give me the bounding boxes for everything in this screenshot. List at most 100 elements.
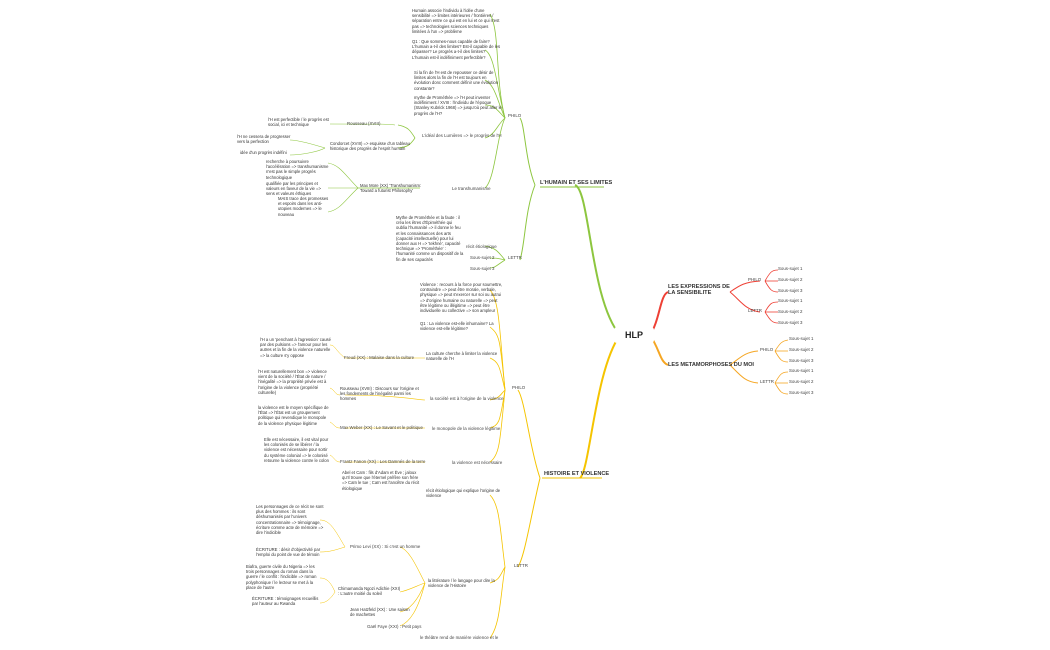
- connector: [517, 389, 541, 479]
- note-etat: la violence est le moyen spécifique de l…: [258, 405, 329, 426]
- transhumanisme-node[interactable]: Le transhumanisme: [452, 186, 491, 191]
- connector: [764, 301, 779, 313]
- sous-sujet-2[interactable]: Sous-sujet 2: [778, 277, 803, 282]
- max-more-node[interactable]: Max More (XX) 'Transhumanism: Toward a f…: [360, 183, 422, 194]
- note-violence-def: Violence : recours à la force pour soume…: [420, 282, 503, 314]
- violence-necessaire-node[interactable]: la violence est nécessaire: [452, 460, 503, 465]
- chimamanda-node[interactable]: Chimamanda Ngozi Adichie (XXI) : L'autre…: [338, 586, 401, 597]
- connector: [774, 382, 789, 395]
- note-q1: Q1 : Que sommes-nous capable de faire? L…: [412, 39, 501, 60]
- connector: [489, 494, 506, 568]
- theatre-node[interactable]: le théâtre rend de manière violence et l…: [420, 635, 499, 640]
- note-humain: Humain associe l'individu à l'idée d'une…: [412, 8, 500, 34]
- philo-label[interactable]: PHILO: [760, 347, 774, 352]
- sous-sujet-2[interactable]: Sous-sujet 2: [789, 347, 814, 352]
- idee-lumieres[interactable]: L'idéal des Lumières => le progrès de l'…: [422, 133, 502, 138]
- recit-etio2-node[interactable]: récit étiologique qui explique l'origine…: [426, 488, 501, 499]
- note-mythe-promethee: Mythe de Prométhée et la faute : il créa…: [396, 215, 464, 262]
- condorcet-node[interactable]: Condorcet (XVIII) => esquisse d'un table…: [330, 141, 410, 152]
- litterature-node[interactable]: la littérature / le langage pour dire la…: [428, 578, 495, 589]
- fanon-node[interactable]: Frantz Fanon (XX) : Les Damnés de la ter…: [340, 459, 426, 464]
- gael-faye-node[interactable]: Gaël Faye (XXI) : Petit pays: [367, 624, 422, 629]
- lettr-label[interactable]: LETTR: [748, 308, 762, 313]
- connector: [764, 269, 779, 282]
- connector: [729, 350, 759, 366]
- note-valeurs: qualifiée par les principes et valeurs e…: [266, 181, 321, 197]
- sous-sujet-3[interactable]: Sous-sujet 3: [778, 288, 803, 293]
- connector: [489, 357, 506, 391]
- cain-node[interactable]: Abel et Caïn : fils d'Adam et Ève ; jalo…: [342, 470, 420, 491]
- note-temoignages: ÉCRITURE : témoignages recueillis par l'…: [252, 596, 319, 607]
- connector: [489, 257, 506, 261]
- center-node[interactable]: HLP: [614, 327, 654, 343]
- sous-sujet-1[interactable]: Sous-sujet 1: [789, 336, 814, 341]
- connector: [484, 49, 506, 119]
- philo-label[interactable]: PHILO: [512, 385, 526, 390]
- lettr-label[interactable]: LETTR: [514, 563, 528, 568]
- connector: [729, 291, 761, 313]
- connector: [729, 280, 761, 293]
- note-desir-limites: Si la fin de l'H est de repousser ce dés…: [414, 70, 499, 91]
- freud-node[interactable]: Freud (XX) : Malaise dans la culture: [344, 355, 415, 360]
- connector: [489, 389, 506, 463]
- philo-label[interactable]: PHILO: [748, 277, 762, 282]
- sous-sujet-1[interactable]: Sous-sujet 1: [778, 266, 803, 271]
- connector: [289, 139, 326, 149]
- recit-etiologique[interactable]: récit étiologique: [466, 244, 497, 249]
- sous-sujet-3[interactable]: Sous-sujet 3: [778, 320, 803, 325]
- weber-node[interactable]: Max Weber (XX) : Le Savant et le politiq…: [340, 425, 423, 430]
- sous-sujet-1[interactable]: Sous-sujet 1: [778, 298, 803, 303]
- connector: [399, 546, 426, 584]
- sous-sujet-1[interactable]: Sous-sujet 1: [789, 368, 814, 373]
- connector: [729, 364, 759, 384]
- connector: [289, 147, 326, 156]
- note-anti-utopies: MAIS trace des promesses et espoirs dans…: [278, 196, 329, 217]
- lettr-label[interactable]: LETTR: [760, 379, 774, 384]
- connector: [329, 421, 341, 429]
- connector: [399, 582, 426, 593]
- connector: [489, 326, 506, 391]
- sous-sujet-2[interactable]: Sous-sujet 2: [470, 255, 495, 260]
- connector: [319, 519, 346, 548]
- culture-limiter-node[interactable]: La culture cherche à limiter la violence…: [426, 351, 498, 362]
- connector: [489, 13, 506, 119]
- sous-sujet-2[interactable]: Sous-sujet 2: [778, 309, 803, 314]
- sous-sujet-3[interactable]: Sous-sujet 3: [470, 266, 495, 271]
- rousseau-node[interactable]: Rousseau (XVIII): [347, 121, 381, 126]
- hatzfeld-node[interactable]: Jean Hatzfeld (XX) : Une saison de mache…: [350, 607, 410, 618]
- connector: [519, 117, 536, 186]
- rousseau2-node[interactable]: Rousseau (XVIII) : Discours sur l'origin…: [340, 386, 419, 402]
- sous-sujet-2[interactable]: Sous-sujet 2: [789, 379, 814, 384]
- connector: [484, 117, 506, 189]
- societe-origine-node[interactable]: la société est à l'origine de la violenc…: [430, 396, 504, 401]
- connector: [484, 104, 506, 119]
- connector: [489, 566, 506, 584]
- connector: [489, 389, 506, 429]
- connector: [774, 339, 789, 352]
- connector: [484, 117, 506, 139]
- sous-sujet-3[interactable]: Sous-sujet 3: [789, 358, 814, 363]
- philo-label[interactable]: PHILO: [508, 113, 522, 118]
- theme-humain-limites[interactable]: L'HUMAIN ET SES LIMITES: [540, 180, 613, 186]
- note-promethee: mythe de Prométhée => l'H peut inventer …: [414, 95, 502, 116]
- connector: [489, 389, 506, 401]
- connector: [327, 162, 359, 189]
- theme-histoire-violence[interactable]: HISTOIRE ET VIOLENCE: [544, 471, 610, 477]
- theme-metamorphoses-moi[interactable]: LES METAMORPHOSES DU MOI: [668, 362, 754, 368]
- connector: [519, 184, 536, 261]
- connector: [319, 591, 336, 604]
- sous-sujet-3[interactable]: Sous-sujet 3: [789, 390, 814, 395]
- note-q1-violence: Q1 : La violence est-elle inhumaine? La …: [420, 321, 494, 332]
- connector: [764, 311, 779, 324]
- connector: [764, 280, 779, 293]
- note-indefini: idée d'un progrès indéfini: [240, 150, 287, 155]
- lettr-label[interactable]: LETTR: [508, 255, 522, 260]
- note-perfectible: l'H est perfectible / le progrès est soc…: [268, 117, 329, 128]
- primo-levi-node[interactable]: Primo Levi (XX) : Si c'est un homme: [350, 544, 421, 549]
- connector: [329, 344, 346, 359]
- theme-expressions-sensibilite[interactable]: LES EXPRESSIONS DE LA SENSIBILITE: [668, 284, 730, 296]
- monopole-node[interactable]: le monopole de la violence légitime: [432, 426, 501, 431]
- connector: [344, 394, 426, 401]
- connector: [579, 334, 621, 479]
